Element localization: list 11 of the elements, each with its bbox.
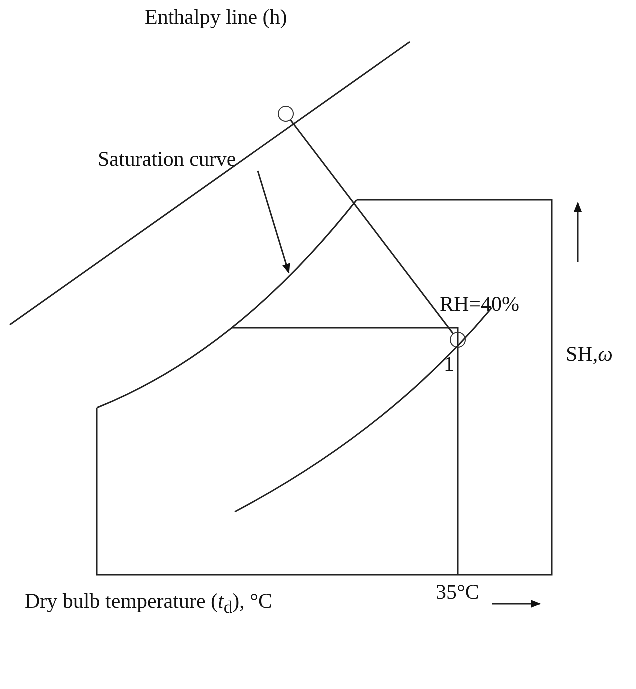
point-number: 1 [444, 353, 454, 376]
axis-title: Dry bulb temperature (t$_{d}$), °C [25, 590, 273, 618]
point-marker [278, 106, 294, 122]
callout-label: Saturation curve [98, 148, 236, 172]
axis-title: Enthalpy line (h) [145, 6, 288, 30]
axis-title: SH,ω [566, 343, 613, 366]
tick-label: 35°C [436, 581, 480, 604]
leader-arrow [257, 170, 290, 274]
connecting-line [290, 120, 454, 334]
curve-label: RH=40% [440, 293, 520, 316]
state-point-marker [450, 332, 466, 348]
